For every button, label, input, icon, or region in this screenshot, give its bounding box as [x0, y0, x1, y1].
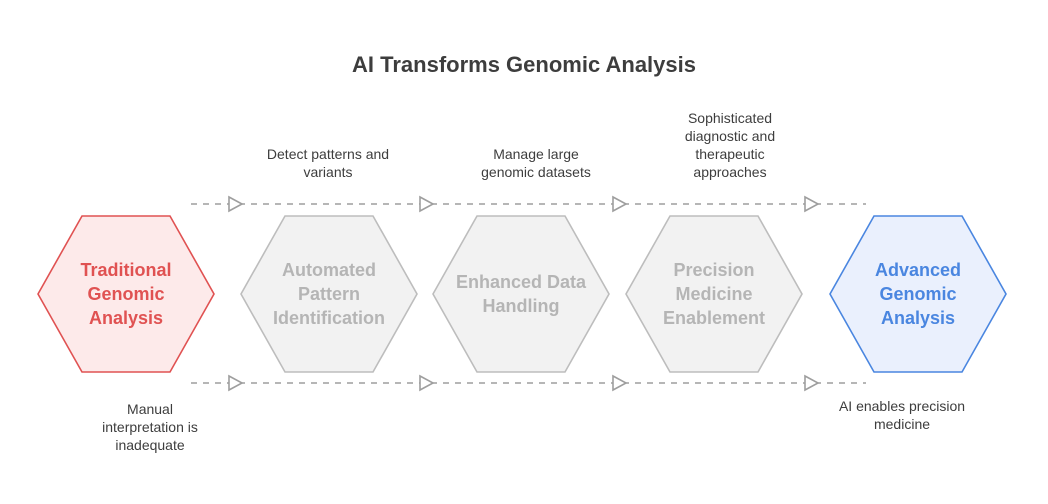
arrow-head-icon: [419, 195, 435, 213]
node-label-line: Genomic: [87, 284, 164, 304]
arrow-head-icon: [419, 374, 435, 392]
node-label-line: Analysis: [881, 308, 955, 328]
note-precision-medicine: AI enables precision medicine: [822, 397, 982, 433]
arrow-head-icon: [612, 195, 628, 213]
note-detect-patterns: Detect patterns and variants: [248, 145, 408, 181]
node-label-line: Enhanced Data: [456, 272, 587, 292]
arrow-head-icon: [228, 374, 244, 392]
hexagon-shape: [829, 215, 1007, 373]
note-line: genomic datasets: [481, 164, 591, 180]
note-sophisticated-approaches: Sophisticated diagnostic and therapeutic…: [650, 109, 810, 181]
note-line: Detect patterns and: [266, 146, 390, 162]
hexagon-shape: [37, 215, 215, 373]
arrow-head-icon: [804, 374, 820, 392]
note-manual-interpretation: Manual interpretation is inadequate: [70, 400, 230, 454]
note-line: Manage large: [493, 146, 579, 162]
node-label-line: Genomic: [879, 284, 956, 304]
page-title: AI Transforms Genomic Analysis: [352, 52, 696, 77]
note-line: Sophisticated: [687, 110, 773, 126]
node-label-line: Precision: [673, 260, 754, 280]
hexagon-shape: [240, 215, 418, 373]
node-label-line: Handling: [483, 296, 560, 316]
note-line: therapeutic: [695, 146, 765, 162]
note-manage-datasets: Manage large genomic datasets: [456, 145, 616, 181]
node-label-line: Medicine: [675, 284, 752, 304]
arrow-head-icon: [228, 195, 244, 213]
node-label-line: Enablement: [663, 308, 765, 328]
connectors: [191, 195, 866, 392]
arrow-head-icon: [612, 374, 628, 392]
node-label-line: Pattern: [298, 284, 360, 304]
node-label-line: Automated: [282, 260, 376, 280]
hexagon-shape: [625, 215, 803, 373]
note-line: inadequate: [115, 437, 185, 453]
note-line: approaches: [693, 164, 767, 180]
arrow-head-icon: [804, 195, 820, 213]
note-line: variants: [303, 164, 353, 180]
node-label-line: Advanced: [875, 260, 961, 280]
node-label-line: Analysis: [89, 308, 163, 328]
node-label-line: Identification: [273, 308, 385, 328]
nodes: TraditionalGenomicAnalysisAutomatedPatte…: [37, 215, 1007, 373]
hexagon-shape: [432, 215, 610, 373]
note-line: Manual: [127, 401, 173, 417]
note-line: diagnostic and: [684, 128, 776, 144]
note-line: AI enables precision: [838, 398, 966, 414]
note-line: medicine: [873, 416, 931, 432]
note-line: interpretation is: [102, 419, 198, 435]
node-label-line: Traditional: [80, 260, 171, 280]
